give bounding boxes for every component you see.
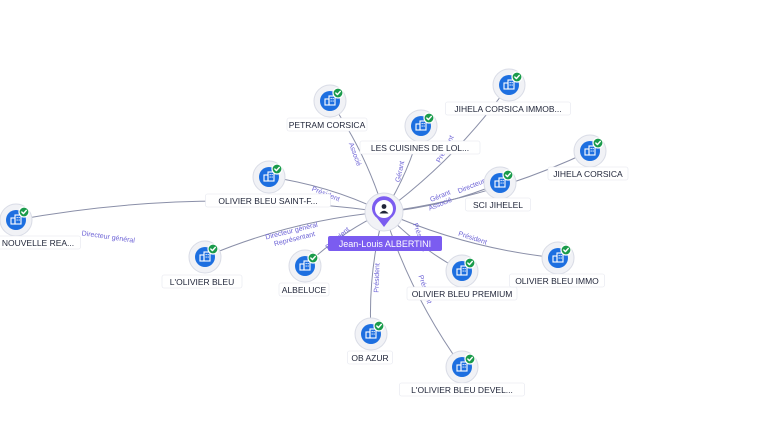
company-node-lolivier-bleu-devel[interactable]: L'OLIVIER BLEU DEVEL... <box>399 350 525 397</box>
node-label-box <box>445 101 571 116</box>
company-node-albeluce[interactable]: ALBELUCE <box>278 249 330 297</box>
node-label: PETRAM CORSICA <box>289 120 366 130</box>
check-badge-icon <box>464 257 476 269</box>
edge-label: Directeur <box>457 178 487 195</box>
center-label-box <box>328 236 442 251</box>
center-label: Jean-Louis ALBERTINI <box>339 239 431 249</box>
company-node-les-cuisines[interactable]: LES CUISINES DE LOL... <box>359 109 481 155</box>
company-node-olivier-bleu-immo[interactable]: OLIVIER BLEU IMMO <box>509 241 605 288</box>
node-label-box <box>286 117 368 132</box>
company-node-olivier-bleu-premium[interactable]: OLIVIER BLEU PREMIUM <box>406 254 518 301</box>
check-badge-icon <box>207 243 219 255</box>
check-badge-icon <box>373 320 385 332</box>
node-label: OLIVIER BLEU IMMO <box>515 276 599 286</box>
node-label-box <box>547 166 629 181</box>
check-badge-icon <box>332 87 344 99</box>
edge-label: Président <box>373 263 381 293</box>
check-badge-icon <box>18 206 30 218</box>
building-icon <box>263 171 275 182</box>
node-label-box <box>0 235 81 250</box>
node-label-box <box>406 286 518 301</box>
building-icon <box>299 260 311 271</box>
node-label: LES CUISINES DE LOL... <box>371 143 469 153</box>
node-label-box <box>465 197 531 212</box>
node-label: JIHELA CORSICA <box>553 169 623 179</box>
company-node-jihela-corsica-immob[interactable]: JIHELA CORSICA IMMOB... <box>445 68 571 116</box>
node-label: L'OLIVIER BLEU <box>170 277 234 287</box>
company-node-jihela-corsica[interactable]: JIHELA CORSICA <box>547 134 629 181</box>
edge-nouvelle-rea <box>15 200 385 221</box>
check-badge-icon <box>464 353 476 365</box>
node-label-box <box>205 193 331 208</box>
person-icon <box>379 204 389 214</box>
edge-lolivier-bleu <box>204 211 385 258</box>
edge-label: Président <box>457 231 487 247</box>
node-label: JIHELA CORSICA IMMOB... <box>454 104 561 114</box>
edge-olivier-bleu-immo <box>383 211 559 259</box>
edge-label: Associé <box>347 142 362 168</box>
node-label: OLIVIER BLEU PREMIUM <box>412 289 513 299</box>
building-icon <box>456 265 468 276</box>
check-badge-icon <box>592 137 604 149</box>
node-label: OB AZUR <box>351 353 388 363</box>
building-icon <box>324 95 336 106</box>
company-node-lolivier-bleu[interactable]: L'OLIVIER BLEU <box>161 240 243 289</box>
node-label: SCI JIHELEL <box>473 200 523 210</box>
nodes-layer: PETRAM CORSICA LES CUISINES DE LOL... JIHE… <box>0 68 629 397</box>
check-badge-icon <box>502 169 514 181</box>
node-label: ALBELUCE <box>282 285 327 295</box>
company-node-olivier-bleu-saint-f[interactable]: OLIVIER BLEU SAINT-F... <box>205 160 331 208</box>
building-icon <box>10 214 22 225</box>
building-icon <box>503 79 515 90</box>
node-label-box <box>359 140 481 155</box>
edge-labels-layer: AssociéGérantPrésidentDirecteurGérantAss… <box>81 135 488 305</box>
building-icon <box>494 177 506 188</box>
building-icon <box>199 251 211 262</box>
node-label: NOUVELLE REA... <box>2 238 74 248</box>
building-icon <box>365 328 377 339</box>
check-badge-icon <box>560 244 572 256</box>
center-pin-inner <box>375 200 393 218</box>
check-badge-icon <box>307 252 319 264</box>
building-icon <box>584 145 596 156</box>
node-label-box <box>161 274 243 289</box>
check-badge-icon <box>423 112 435 124</box>
company-node-nouvelle-rea[interactable]: NOUVELLE REA... <box>0 203 81 250</box>
node-label-box <box>509 273 605 288</box>
company-node-ob-azur[interactable]: OB AZUR <box>347 317 393 365</box>
node-label-box <box>399 382 525 397</box>
node-label-box <box>278 282 330 297</box>
node-label-box <box>347 350 393 365</box>
node-label: L'OLIVIER BLEU DEVEL... <box>411 385 513 395</box>
company-node-sci-jihelel[interactable]: SCI JIHELEL <box>465 166 531 212</box>
edge-label: Gérant <box>395 160 406 182</box>
building-icon <box>552 252 564 263</box>
building-icon <box>456 361 468 372</box>
building-icon <box>415 120 427 131</box>
check-badge-icon <box>511 71 523 83</box>
node-label: OLIVIER BLEU SAINT-F... <box>218 196 317 206</box>
check-badge-icon <box>271 163 283 175</box>
edge-label: Directeur général <box>81 230 136 244</box>
center-node[interactable]: Jean-Louis ALBERTINI <box>328 192 442 251</box>
company-node-petram-corsica[interactable]: PETRAM CORSICA <box>286 84 368 132</box>
